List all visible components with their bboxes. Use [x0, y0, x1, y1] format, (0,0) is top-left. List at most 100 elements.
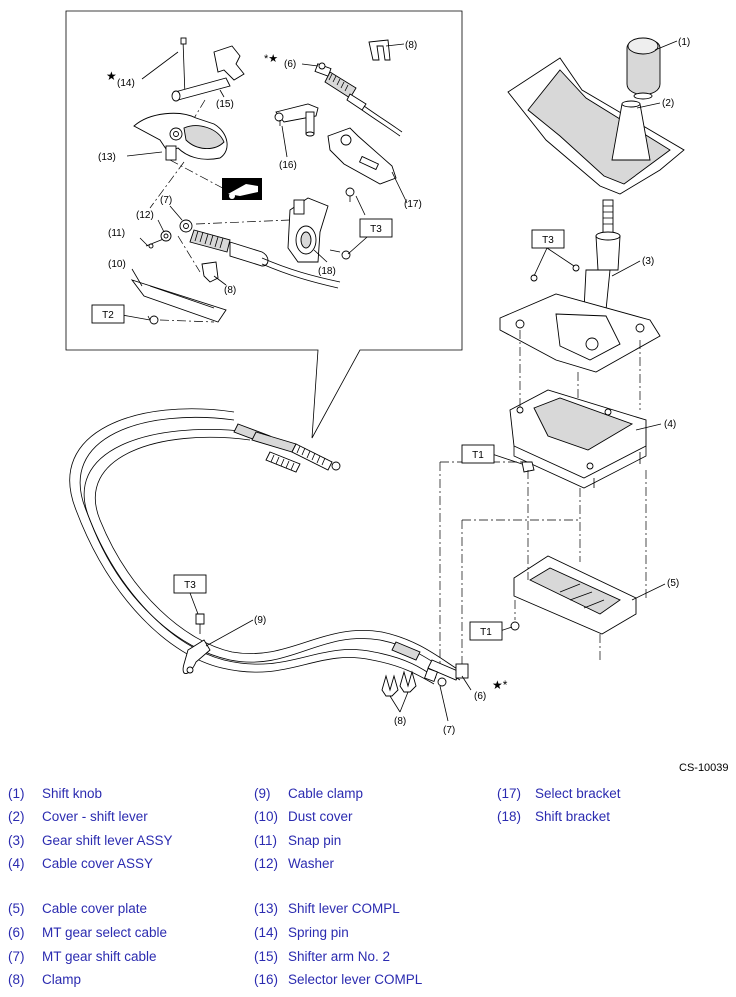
legend-item: (13) Shift lever COMPL: [254, 901, 400, 916]
callout-4: (4): [664, 419, 676, 430]
legend-item: (7)MT gear shift cable: [8, 949, 157, 964]
star-asterisk-icon: *★: [264, 53, 278, 65]
callout-6: (6): [474, 691, 486, 702]
star-marks: ★ *★ ★*: [106, 53, 508, 692]
callout-13-washer: (7): [160, 195, 172, 206]
mt-gear-cables: [69, 408, 463, 685]
legend-item-number: (11): [254, 833, 278, 848]
legend-item-number: (4): [8, 856, 25, 871]
gear-shift-lever: [583, 199, 621, 311]
legend-item-text: Dust cover: [288, 809, 353, 824]
torque-tag-t3-inset: T3: [359, 218, 393, 238]
dust-cover: [130, 279, 227, 325]
shifter-arm-group: [171, 37, 245, 126]
legend-item: (4) Cable cover ASSY: [8, 856, 153, 871]
torque-tag-t1-upper: T1: [461, 444, 495, 464]
legend-item: (1) Shift knob: [8, 786, 102, 801]
legend-item: (8)Clamp: [8, 972, 81, 987]
legend-item-number: (1): [8, 786, 25, 801]
legend-item-text: Cable cover plate: [42, 901, 148, 916]
legend-item-text: Washer: [288, 856, 335, 871]
legend-item: (14)Spring pin: [254, 925, 349, 940]
cable-cover-plate: [513, 555, 637, 635]
legend-item-text: Shifter arm No. 2: [288, 949, 391, 964]
callout-10: (10): [108, 259, 126, 270]
legend-item: (17) Select bracket: [497, 786, 621, 801]
cable-clamp: [182, 613, 211, 674]
star-asterisk-icon: ★*: [492, 678, 508, 692]
legend-item-number: (12): [254, 856, 279, 871]
callout-9: (9): [254, 615, 266, 626]
callout-11: (11): [108, 228, 125, 239]
legend-item: (2) Cover - shift lever: [8, 809, 148, 824]
callout-14: (14): [117, 78, 135, 89]
legend-item-text: Cable clamp: [288, 786, 364, 801]
legend-item-text: Shift bracket: [535, 809, 611, 824]
legend-item: (3) Gear shift lever ASSY: [8, 833, 173, 848]
legend-item-text: Clamp: [42, 972, 82, 987]
legend-item-number: (6): [8, 925, 25, 940]
legend-item-text: Gear shift lever ASSY: [42, 833, 173, 848]
nut-t1: [521, 461, 535, 473]
legend-item-text: Shift knob: [42, 786, 103, 801]
legend-item-number: (10): [254, 809, 279, 824]
torque-label: T2: [102, 310, 114, 321]
legend-item-number: (14): [254, 925, 279, 940]
legend-item: (11) Snap pin: [254, 833, 341, 848]
legend-item-text: Cable cover ASSY: [42, 856, 154, 871]
star-icon: ★: [106, 69, 117, 83]
legend-item-text: Shift lever COMPL: [288, 901, 400, 916]
legend-item-text: Selector lever COMPL: [288, 972, 423, 987]
legend-item: (16) Selector lever COMPL: [254, 972, 422, 987]
lever-base-plate: [499, 264, 661, 373]
legend-item-text: Select bracket: [535, 786, 621, 801]
callout-6-inset: (6): [284, 59, 296, 70]
torque-label: T1: [480, 627, 492, 638]
figure-code: CS-10039: [679, 762, 729, 774]
legend-item-text: Snap pin: [288, 833, 342, 848]
exploded-parts-diagram: T3 T2 T3 T1 T3 T1 (1) (2) (3) (4) (5) (6…: [65, 10, 690, 736]
legend-item: (9) Cable clamp: [254, 786, 363, 801]
legend-item-text: MT gear select cable: [42, 925, 168, 940]
select-bracket: [327, 127, 397, 202]
shift-knob: [626, 37, 661, 100]
legend-item-number: (17): [497, 786, 522, 801]
legend-item: (15) Shifter arm No. 2: [254, 949, 390, 964]
callout-7: (7): [443, 725, 455, 736]
callout-5: (5): [667, 578, 679, 589]
legend-item-number: (18): [497, 809, 522, 824]
shift-lever-cover: [507, 57, 685, 195]
torque-tag-t3-lever: T3: [531, 229, 565, 249]
legend-item: (10) Dust cover: [254, 809, 353, 824]
clamps-lower: [381, 670, 417, 697]
callout-17: (17): [404, 199, 422, 210]
legend-item-text: Cover - shift lever: [42, 809, 148, 824]
legend-item-number: (13): [254, 901, 279, 916]
callout-12: (12): [136, 210, 154, 221]
callout-1: (1): [678, 37, 690, 48]
callout-2: (2): [662, 98, 674, 109]
legend-item-number: (5): [8, 901, 25, 916]
legend-item-number: (15): [254, 949, 279, 964]
callout-8-inset-mid: (8): [224, 285, 236, 296]
legend-item: (5) Cable cover plate: [8, 901, 147, 916]
torque-tag-t3-clamp: T3: [173, 574, 207, 594]
shift-cable-end-detail: [145, 219, 341, 289]
legend-item: (12) Washer: [254, 856, 334, 871]
parts-legend: (1) Shift knob (2) Cover - shift lever (3) Ge…: [0, 784, 736, 997]
legend-item-text: MT gear shift cable: [42, 949, 157, 964]
clamp-top: [368, 39, 391, 61]
torque-tag-t2: T2: [91, 304, 125, 324]
cable-cover-assy: [509, 389, 647, 489]
legend-item-number: (2): [8, 809, 25, 824]
callout-3: (3): [642, 256, 654, 267]
callout-8-inset-top: (8): [405, 40, 417, 51]
cable-ends-lower: [391, 641, 469, 687]
torque-label: T3: [184, 580, 196, 591]
legend-item-number: (3): [8, 833, 25, 848]
callout-13: (13): [98, 152, 116, 163]
legend-item-number: (16): [254, 972, 279, 987]
detail-inset: [65, 10, 463, 439]
torque-tag-t1-lower: T1: [469, 621, 503, 641]
legend-item-number: (9): [254, 786, 271, 801]
